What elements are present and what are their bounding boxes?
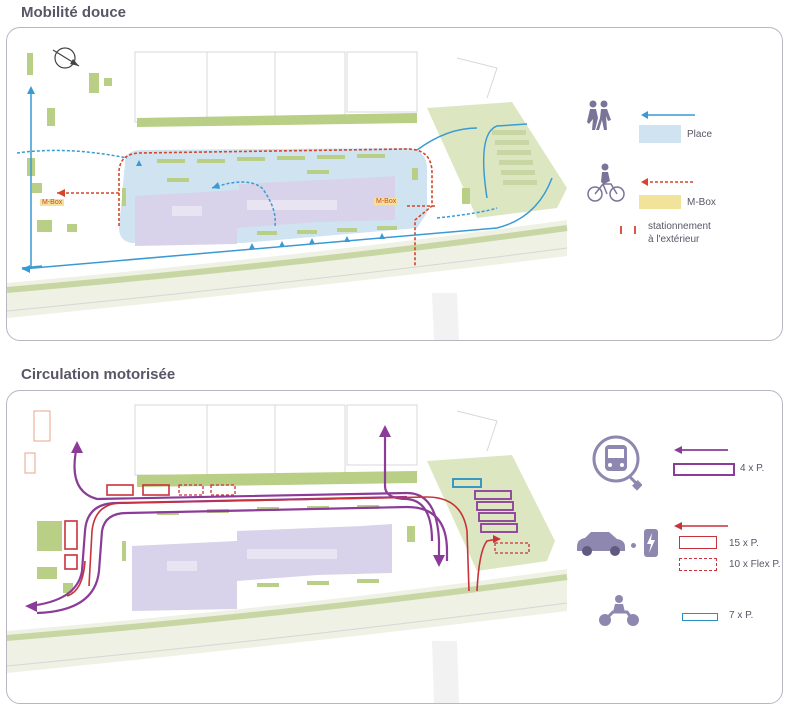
side-road bbox=[432, 293, 459, 340]
building-roof-detail bbox=[247, 200, 337, 210]
outdoor-parking-legend-marks bbox=[620, 226, 636, 234]
building-roof-detail bbox=[247, 549, 337, 559]
panel-mobilite-douce: M-Box M-Box Place M-Box stationnement bbox=[6, 27, 783, 341]
section-title-circulation-motorisee: Circulation motorisée bbox=[21, 366, 176, 383]
north-arrow-icon bbox=[52, 47, 80, 69]
mbox-legend-label: M-Box bbox=[687, 197, 716, 208]
moto-parking bbox=[452, 478, 482, 488]
car-spaces-label: 15 x P. bbox=[729, 538, 759, 549]
main-building bbox=[135, 176, 395, 246]
mbox-label-left: M-Box bbox=[40, 199, 65, 206]
side-road bbox=[432, 641, 459, 703]
mbox-swatch bbox=[639, 195, 681, 209]
parking-bars bbox=[492, 130, 537, 185]
building-roof-detail bbox=[167, 561, 197, 571]
road-line bbox=[7, 247, 568, 312]
electric-car-icon bbox=[577, 532, 625, 556]
cycle-routes bbox=[57, 148, 437, 266]
car-route-legend-arrow bbox=[674, 522, 728, 530]
charging-station-icon bbox=[644, 529, 658, 557]
outdoor-parking-label-line1: stationnement bbox=[648, 221, 711, 232]
motorcycle-icon bbox=[599, 595, 639, 626]
main-building bbox=[132, 524, 392, 611]
cycle-route-legend-arrow bbox=[641, 178, 695, 186]
bus-route-legend-arrow bbox=[674, 446, 728, 454]
green-strips bbox=[122, 154, 470, 235]
place-label: Place bbox=[687, 129, 713, 140]
moto-parking-swatch bbox=[682, 613, 718, 621]
bus-parking bbox=[474, 490, 518, 533]
bus-arrowhead bbox=[379, 425, 391, 437]
car-flex-spaces-label: 10 x Flex P. bbox=[729, 559, 781, 570]
bus-arrowhead bbox=[25, 601, 37, 612]
neighbour-buildings bbox=[134, 404, 498, 476]
neighbour-outlines-red bbox=[24, 410, 51, 474]
building-roof-detail bbox=[172, 206, 202, 216]
mbox-label-right: M-Box bbox=[374, 198, 399, 205]
bus-spaces-label: 4 x P. bbox=[740, 463, 765, 474]
moto-spaces-label: 7 x P. bbox=[729, 610, 754, 621]
pedestrian-route-legend-arrow bbox=[641, 111, 695, 119]
bus-routes bbox=[28, 431, 449, 615]
place-swatch bbox=[639, 125, 681, 143]
charger-dot bbox=[631, 543, 636, 548]
pedestrian-arrowhead bbox=[27, 86, 35, 94]
vegetation bbox=[27, 53, 567, 232]
pedestrians-icon bbox=[587, 100, 611, 130]
road-line bbox=[7, 602, 568, 667]
pedestrian-arrowhead bbox=[212, 182, 220, 189]
outdoor-parking-label-line2: à l'extérieur bbox=[648, 234, 700, 245]
site-plan-map bbox=[7, 47, 568, 340]
bus-arrowhead bbox=[433, 555, 445, 567]
car-parking-solid bbox=[64, 484, 170, 570]
small-blue-arrows bbox=[136, 160, 385, 249]
bus-charging-icon bbox=[592, 435, 642, 491]
car-flex-parking-swatch bbox=[679, 558, 717, 571]
car-arrowhead bbox=[493, 535, 501, 543]
pedestrian-arrowhead bbox=[22, 265, 30, 273]
cycle-arrowhead bbox=[57, 189, 65, 197]
section-title-mobilite-douce: Mobilité douce bbox=[21, 4, 126, 21]
car-routes bbox=[66, 496, 498, 597]
car-parking-flex bbox=[178, 484, 530, 554]
panel-circulation-motorisee: 4 x P. 15 x P. 10 x Flex P. 7 x P. bbox=[6, 390, 783, 704]
site-plan-map-motorised bbox=[7, 404, 568, 703]
bus-parking-swatch bbox=[673, 463, 735, 476]
bus-arrowhead bbox=[71, 441, 83, 453]
car-parking-swatch bbox=[679, 536, 717, 549]
cyclist-icon bbox=[587, 163, 625, 202]
pedestrian-routes bbox=[16, 88, 553, 270]
road-green-strip bbox=[7, 574, 568, 641]
road-green-strip bbox=[7, 225, 568, 293]
